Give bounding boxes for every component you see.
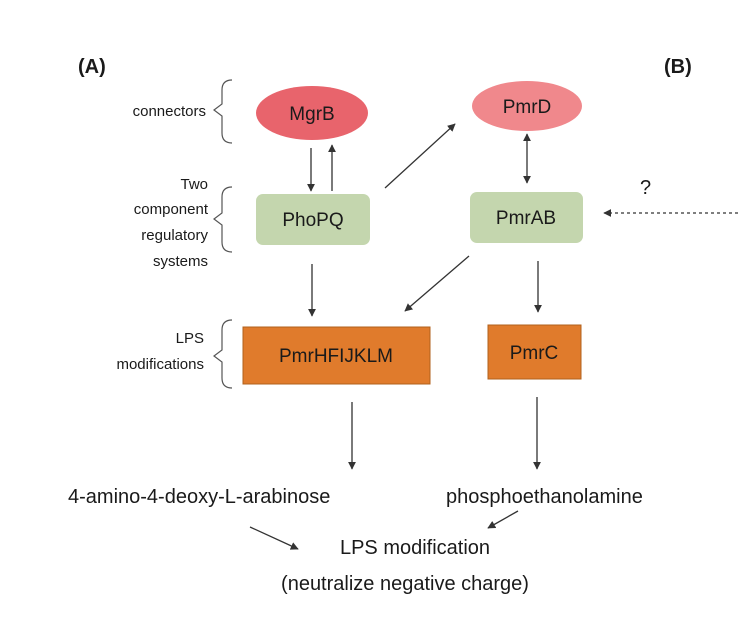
pmrd-label: PmrD: [503, 97, 552, 118]
mgrb-label: MgrB: [289, 104, 334, 125]
panel-label-a: (A): [78, 56, 106, 78]
phopq-label: PhoPQ: [282, 210, 343, 231]
pmrhfijklm-label: PmrHFIJKLM: [279, 346, 393, 367]
tcs-label-line-1: Two: [180, 176, 208, 193]
phosphoethanolamine-label: phosphoethanolamine: [446, 486, 643, 508]
pmrc-node: [487, 324, 582, 380]
neutralize-charge-label: (neutralize negative charge): [281, 573, 529, 595]
arrow-pmrab-to-pmrhfijklm: [404, 255, 470, 312]
mgrb-node: [256, 86, 368, 140]
phopq-node: [256, 194, 370, 245]
arrow-pea-to-lps: [487, 510, 519, 529]
pmrd-node: [472, 81, 582, 131]
lps-bracket: [213, 319, 233, 389]
lps-modification-label: LPS modification: [340, 537, 490, 559]
connectors-label: connectors: [133, 103, 206, 120]
unknown-input-mark: ?: [640, 177, 651, 199]
arrow-phopq-to-pmrd: [384, 123, 456, 189]
pmrhfijklm-node: [242, 326, 431, 385]
tcs-label-line-2: component: [134, 201, 209, 218]
panel-label-b: (B): [664, 56, 692, 78]
tcs-bracket: [213, 186, 233, 253]
lps-label-line-1: LPS: [176, 330, 204, 347]
arabinose-label: 4-amino-4-deoxy-L-arabinose: [68, 486, 330, 508]
tcs-label-line-3: regulatory: [141, 227, 208, 244]
arrow-arabinose-to-lps: [249, 526, 299, 550]
connectors-bracket: [213, 79, 233, 144]
tcs-label-line-4: systems: [153, 253, 208, 270]
pmrab-label: PmrAB: [496, 208, 556, 229]
pmrab-node: [470, 192, 583, 243]
lps-label-line-2: modifications: [116, 356, 204, 373]
pmrc-label: PmrC: [510, 343, 559, 364]
